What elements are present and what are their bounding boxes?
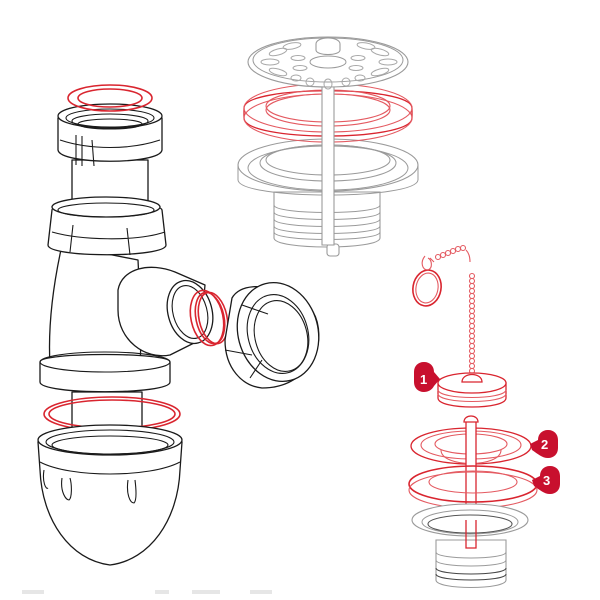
plug-and-chain-waste: [408, 244, 538, 589]
plug: [437, 372, 507, 408]
callout-badge-1: 1: [414, 362, 440, 392]
callout-number: 3: [543, 473, 550, 488]
chain: [468, 272, 476, 375]
bottle-trap: [37, 84, 320, 566]
caption-fragment: [155, 590, 169, 594]
basket-strainer: [237, 36, 419, 257]
waste-body: [411, 503, 529, 589]
caption-fragment: [250, 590, 272, 594]
flange: [410, 415, 532, 521]
caption-fragment: [22, 590, 44, 594]
callout-badge-3: 3: [532, 466, 560, 494]
caption-fragment: [192, 590, 220, 594]
callout-badge-2: 2: [530, 430, 558, 458]
callout-number: 1: [420, 372, 427, 387]
callout-number: 2: [541, 437, 548, 452]
